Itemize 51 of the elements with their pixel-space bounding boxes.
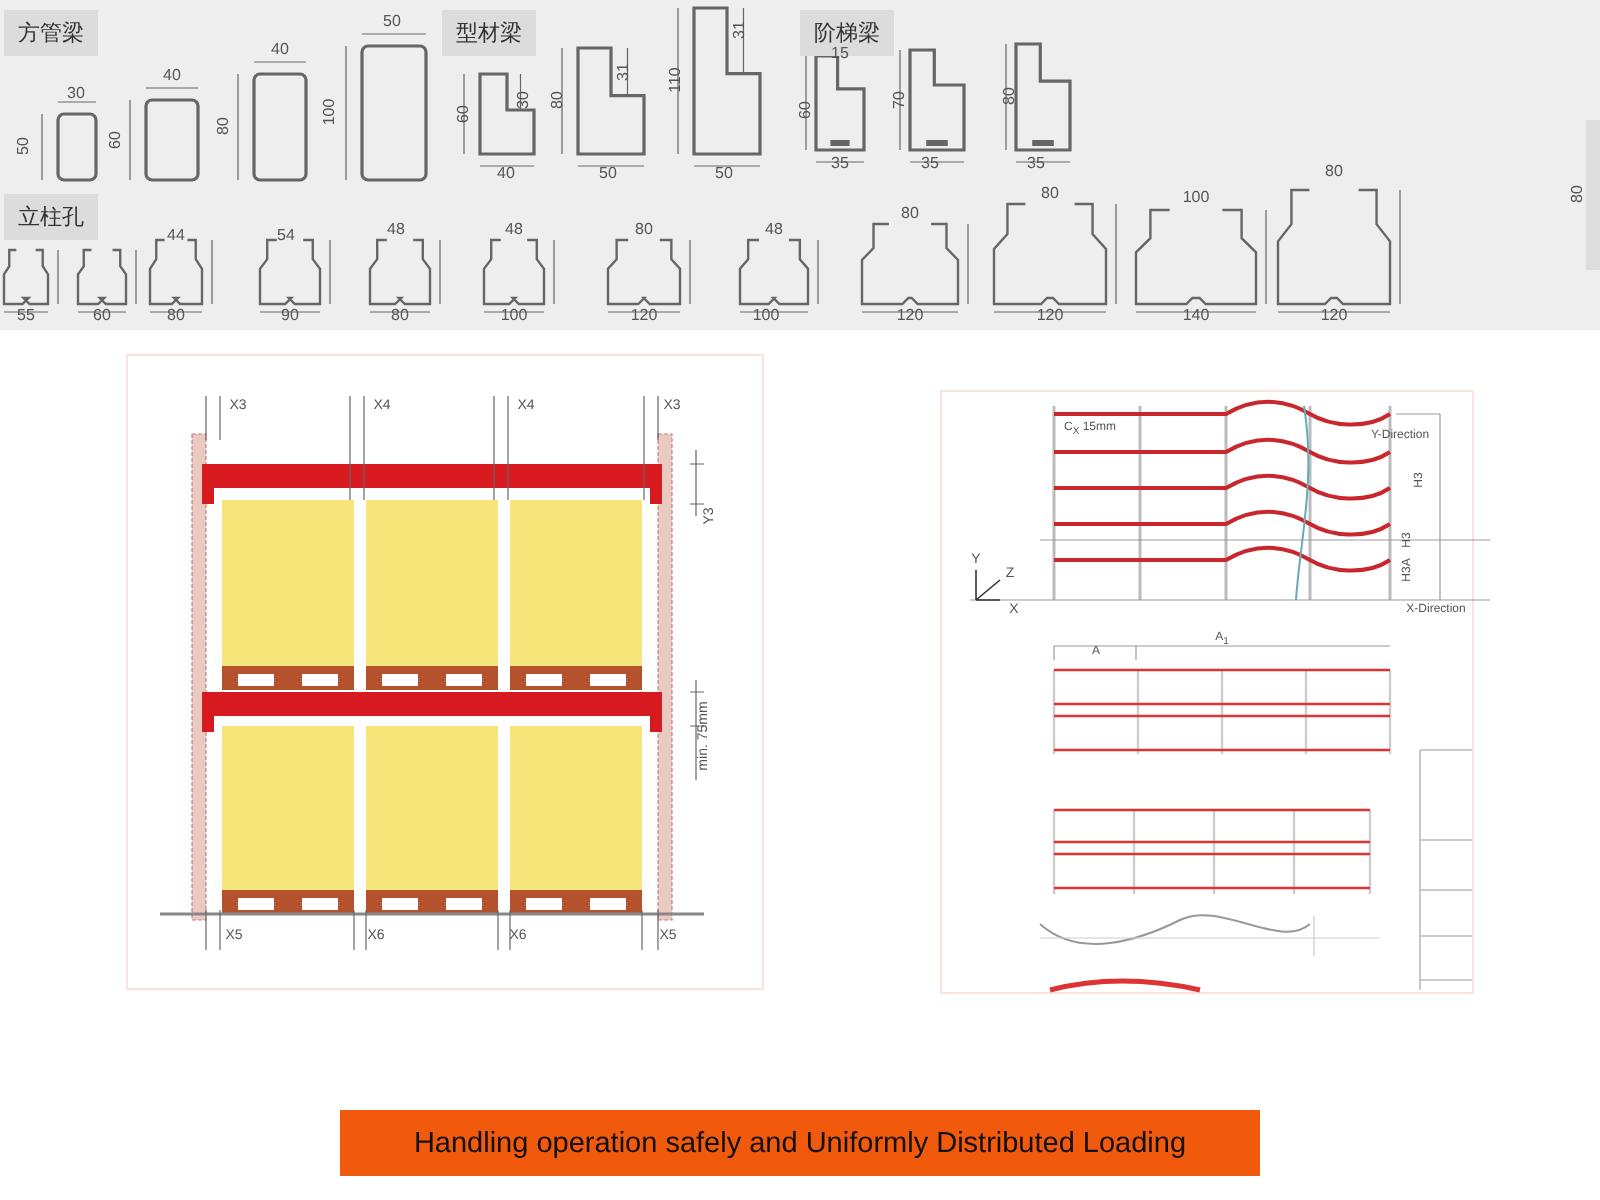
dimension-label: 35 bbox=[921, 156, 939, 172]
dimension-label: 44 bbox=[167, 228, 185, 244]
dimension-label: 48 bbox=[765, 222, 783, 238]
dimension-label: 30 bbox=[516, 91, 532, 109]
dimension-label: 120 bbox=[630, 308, 658, 324]
dimension-label: 40 bbox=[163, 68, 181, 84]
dimension-label: 35 bbox=[831, 156, 849, 172]
dimension-label: 80 bbox=[391, 308, 409, 324]
dimension-label: 80 bbox=[1325, 164, 1343, 180]
dimension-label: 120 bbox=[1320, 308, 1348, 324]
dimension-label: 55 bbox=[17, 308, 35, 324]
dimension-label: 48 bbox=[505, 222, 523, 238]
dimension-label: 50 bbox=[16, 137, 32, 155]
dimension-label: 31 bbox=[732, 21, 748, 39]
dimension-label: 110 bbox=[668, 67, 684, 93]
dimension-label: 35 bbox=[1027, 156, 1045, 172]
dimension-label: 100 bbox=[322, 98, 338, 126]
dimension-label: 80 bbox=[1002, 87, 1018, 105]
dimension-label: 80 bbox=[901, 206, 919, 222]
dimension-label: 90 bbox=[281, 308, 299, 324]
dimension-label: 80 bbox=[550, 91, 566, 109]
dimension-label: 120 bbox=[1036, 308, 1064, 324]
dimension-label: 80 bbox=[216, 117, 232, 135]
dimension-label: 100 bbox=[1182, 190, 1210, 206]
dimension-label: 50 bbox=[599, 166, 617, 182]
dimension-label: 100 bbox=[500, 308, 528, 324]
dimension-label: 60 bbox=[798, 101, 814, 119]
dimension-label: 80 bbox=[635, 222, 653, 238]
dimension-label: 31 bbox=[616, 63, 632, 81]
dimension-label: 50 bbox=[715, 166, 733, 182]
section-heading: 方管梁 bbox=[4, 10, 98, 56]
dimension-label: 60 bbox=[456, 105, 472, 123]
dimension-label: 30 bbox=[67, 86, 85, 102]
dimension-label: 50 bbox=[383, 14, 401, 30]
section-heading: 型材梁 bbox=[442, 10, 536, 56]
dimension-label: 40 bbox=[497, 166, 515, 182]
dimension-label: 54 bbox=[277, 228, 295, 244]
section-heading: 立柱孔 bbox=[4, 194, 98, 240]
dimension-label: 60 bbox=[108, 131, 124, 149]
dimension-label: 40 bbox=[271, 42, 289, 58]
dimension-label: 100 bbox=[752, 308, 780, 324]
dimension-label: 80 bbox=[1041, 186, 1059, 202]
dimension-label: 60 bbox=[93, 308, 111, 324]
dimension-label: 70 bbox=[892, 91, 908, 109]
dimension-label: 80 bbox=[167, 308, 185, 324]
dimension-label: 120 bbox=[896, 308, 924, 324]
dimension-label: 140 bbox=[1182, 308, 1210, 324]
dimension-label: 15 bbox=[831, 46, 849, 62]
dimension-label: 80 bbox=[1570, 185, 1586, 203]
dimension-label: 48 bbox=[387, 222, 405, 238]
caption-banner: Handling operation safely and Uniformly Distributed Loading bbox=[340, 1110, 1260, 1176]
